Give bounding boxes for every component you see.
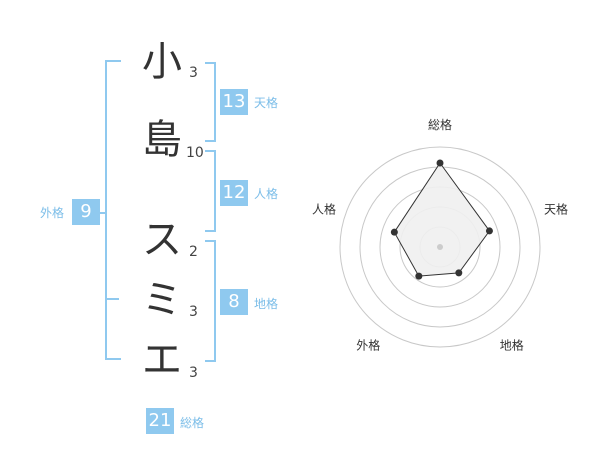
- name-char-5: エ: [142, 337, 182, 383]
- jinkaku-bracket: [205, 150, 216, 232]
- soukaku-value-badge: 21: [146, 408, 174, 434]
- gaikaku-connector: [99, 212, 107, 214]
- tenkaku-label: 天格: [254, 96, 279, 110]
- name-char-2: 島: [142, 117, 182, 163]
- jinkaku-label: 人格: [254, 187, 279, 201]
- radar-shape: [393, 162, 491, 277]
- chikaku-label: 地格: [254, 297, 279, 311]
- soukaku-label: 総格: [180, 416, 205, 430]
- radar-point: [485, 227, 493, 235]
- chikaku-value-badge: 8: [220, 289, 248, 315]
- radar-points: [390, 159, 493, 280]
- stroke-count-1: 3: [189, 65, 198, 81]
- radar-axis-label: 地格: [500, 338, 524, 353]
- stroke-count-5: 3: [189, 365, 198, 381]
- name-char-3: ス: [142, 217, 182, 263]
- gaikaku-value-badge: 9: [72, 199, 100, 225]
- radar-axis-label: 外格: [356, 338, 380, 353]
- tenkaku-value-badge: 13: [220, 89, 248, 115]
- name-char-1: 小: [142, 39, 182, 85]
- radar-ring: [339, 146, 541, 348]
- tenkaku-bracket: [205, 62, 216, 142]
- radar-point: [415, 272, 423, 280]
- jinkaku-value-badge: 12: [220, 180, 248, 206]
- radar-center-dot: [437, 244, 443, 250]
- stroke-count-2: 10: [186, 145, 204, 161]
- radar-axis-label: 総格: [428, 117, 452, 132]
- radar-axis-label: 人格: [312, 201, 336, 216]
- gaikaku-label: 外格: [40, 206, 65, 220]
- radar-axis-label: 天格: [544, 201, 568, 216]
- gaikaku-bracket-tick: [105, 298, 119, 300]
- radar-point: [436, 159, 444, 167]
- radar-point: [455, 269, 463, 277]
- stroke-count-4: 3: [189, 304, 198, 320]
- radar-point: [390, 228, 398, 236]
- stroke-count-3: 2: [189, 244, 198, 260]
- chikaku-bracket: [205, 240, 216, 362]
- gaikaku-bracket: [105, 60, 121, 360]
- name-char-4: ミ: [142, 277, 182, 323]
